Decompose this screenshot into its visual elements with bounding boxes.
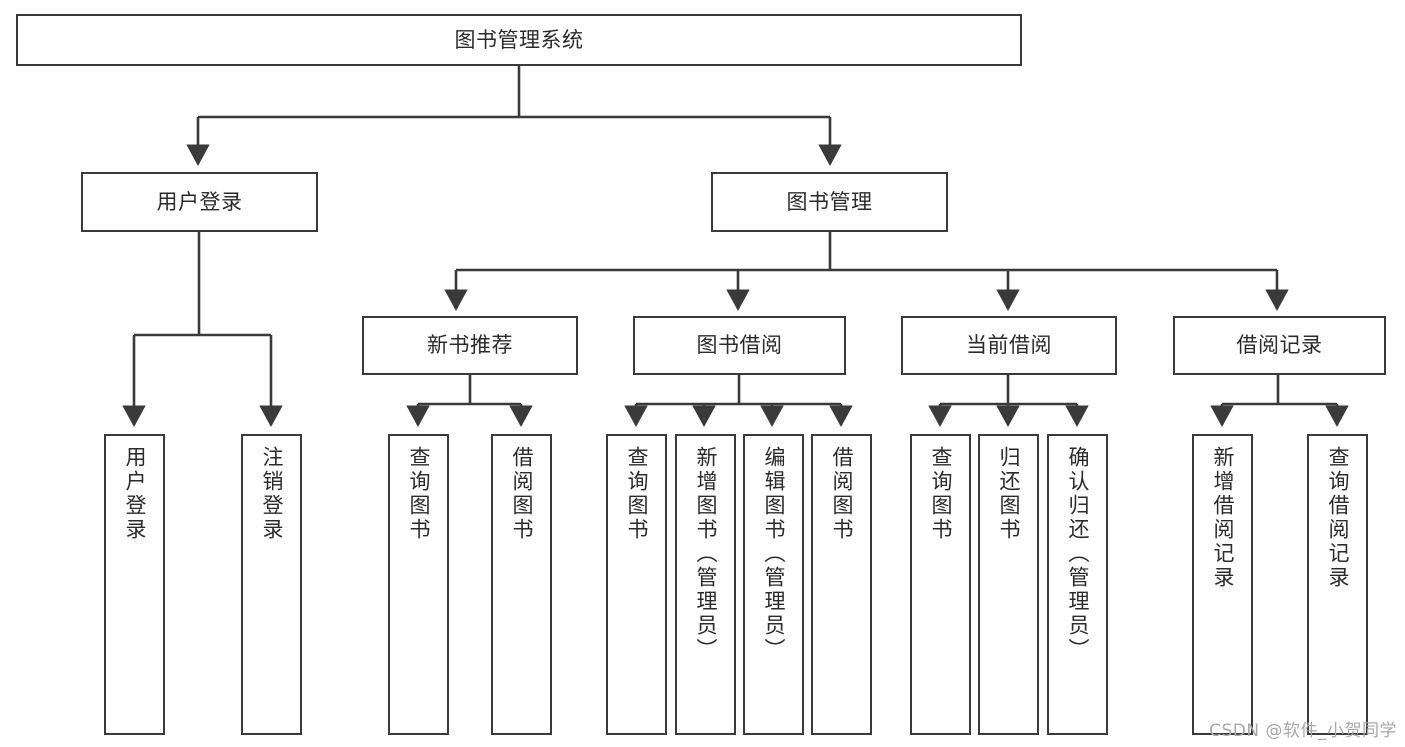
node-book-borrow[interactable]: 图书借阅 — [633, 316, 846, 375]
node-leaf-add-record[interactable]: 新增借阅记录 — [1192, 434, 1253, 735]
node-book-manage[interactable]: 图书管理 — [711, 172, 948, 232]
node-leaf-query-book-2-label: 查询图书 — [625, 446, 649, 542]
node-borrow-record[interactable]: 借阅记录 — [1173, 316, 1386, 375]
node-leaf-user-login[interactable]: 用户登录 — [104, 434, 165, 735]
node-user-login-label: 用户登录 — [156, 189, 243, 214]
node-leaf-query-record-label: 查询借阅记录 — [1326, 446, 1350, 590]
node-leaf-borrow-book-2[interactable]: 借阅图书 — [811, 434, 872, 735]
node-leaf-return-book[interactable]: 归还图书 — [978, 434, 1039, 735]
node-borrow-record-label: 借阅记录 — [1236, 333, 1323, 358]
node-current-borrow-label: 当前借阅 — [966, 333, 1052, 358]
node-current-borrow[interactable]: 当前借阅 — [901, 316, 1117, 375]
node-root[interactable]: 图书管理系统 — [16, 14, 1022, 66]
node-leaf-query-book-1[interactable]: 查询图书 — [388, 434, 449, 735]
node-leaf-add-record-label: 新增借阅记录 — [1211, 446, 1235, 590]
node-new-book-recommend-label: 新书推荐 — [427, 333, 513, 358]
node-leaf-return-book-label: 归还图书 — [997, 446, 1021, 542]
node-leaf-edit-book-label: 编辑图书（管理员） — [762, 446, 786, 662]
node-leaf-borrow-book-1[interactable]: 借阅图书 — [491, 434, 552, 735]
node-user-login[interactable]: 用户登录 — [81, 172, 318, 232]
node-leaf-add-book[interactable]: 新增图书（管理员） — [675, 434, 736, 735]
node-leaf-logout-login[interactable]: 注销登录 — [241, 434, 302, 735]
node-leaf-borrow-book-2-label: 借阅图书 — [830, 446, 854, 542]
node-leaf-query-record[interactable]: 查询借阅记录 — [1307, 434, 1368, 735]
node-leaf-add-book-label: 新增图书（管理员） — [694, 446, 718, 662]
node-leaf-user-login-label: 用户登录 — [123, 446, 147, 542]
node-leaf-query-book-3-label: 查询图书 — [929, 446, 953, 542]
node-leaf-query-book-2[interactable]: 查询图书 — [606, 434, 667, 735]
node-root-label: 图书管理系统 — [454, 27, 584, 52]
node-leaf-query-book-1-label: 查询图书 — [407, 446, 431, 542]
csdn-watermark: CSDN @软件_小贺同学 — [1209, 721, 1397, 741]
node-new-book-recommend[interactable]: 新书推荐 — [362, 316, 578, 375]
node-leaf-borrow-book-1-label: 借阅图书 — [510, 446, 534, 542]
node-leaf-logout-login-label: 注销登录 — [260, 446, 284, 542]
node-leaf-confirm-return[interactable]: 确认归还（管理员） — [1047, 434, 1108, 735]
node-leaf-edit-book[interactable]: 编辑图书（管理员） — [743, 434, 804, 735]
node-book-manage-label: 图书管理 — [786, 189, 873, 214]
node-leaf-query-book-3[interactable]: 查询图书 — [910, 434, 971, 735]
node-leaf-confirm-return-label: 确认归还（管理员） — [1066, 446, 1090, 662]
node-book-borrow-label: 图书借阅 — [696, 333, 783, 358]
